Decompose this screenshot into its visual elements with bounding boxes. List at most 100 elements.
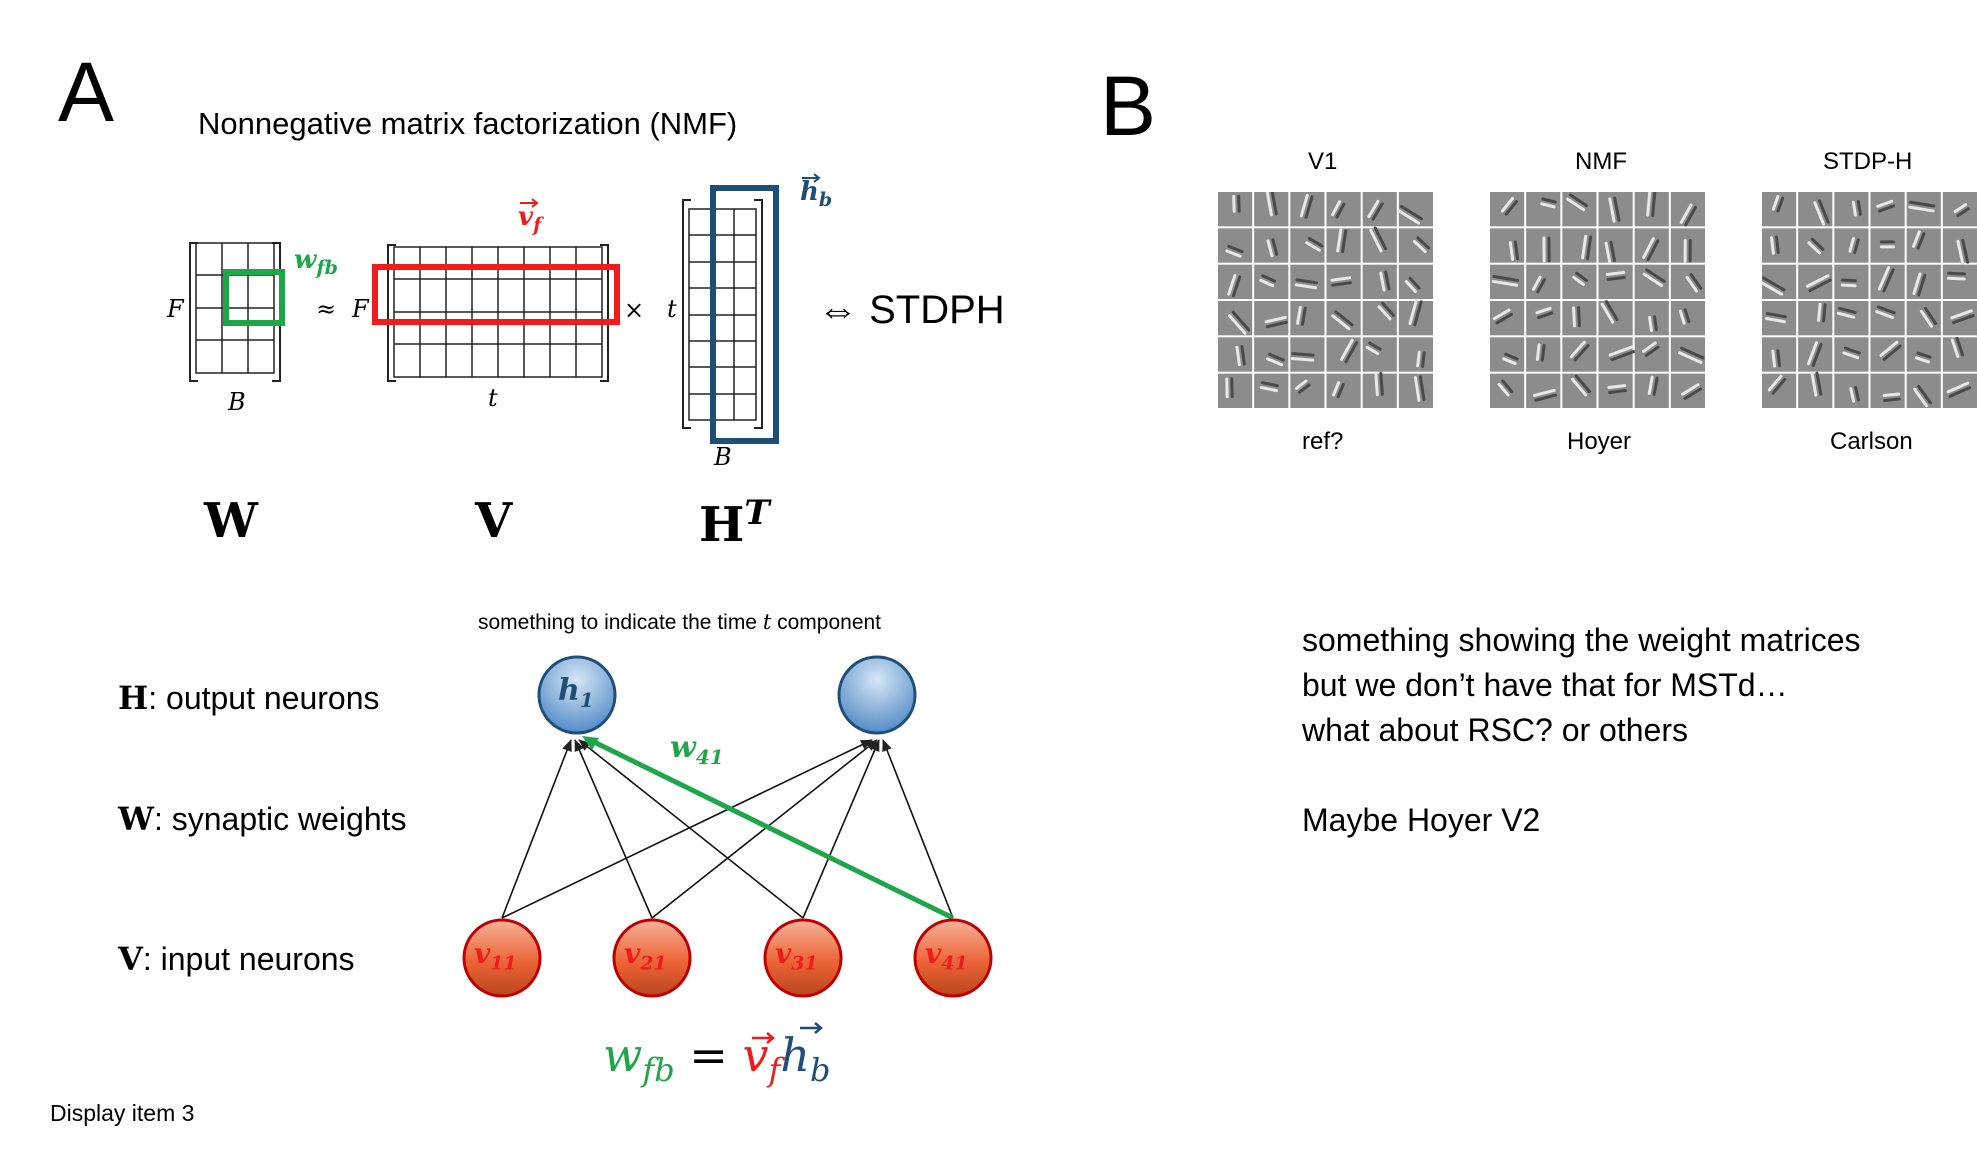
legend-synaptic-weights: W: synaptic weights [118, 800, 407, 838]
filter-patch [1798, 192, 1833, 227]
filter-patch [1218, 373, 1253, 408]
input-neuron-v41 [913, 918, 993, 998]
neuron-label-v31: v31 [775, 937, 818, 975]
output-neuron-2 [837, 655, 917, 735]
filter-patch [1254, 373, 1289, 408]
filter-patch [1634, 190, 1669, 227]
filter-patch [1398, 299, 1433, 336]
v-col-label: t [488, 384, 498, 412]
filter-patch [1598, 264, 1633, 299]
filter-patch [1634, 337, 1669, 372]
filter-patch [1218, 192, 1253, 227]
filter-patch [1562, 228, 1597, 263]
filter-patch [1254, 190, 1289, 227]
filter-patch [1762, 228, 1797, 263]
note-line-3: what about RSC? or others [1302, 712, 1688, 748]
filter-patch [1490, 228, 1525, 263]
filter-patches [1759, 192, 1977, 408]
filter-patch [1490, 337, 1525, 372]
output-neuron-h1 [537, 655, 617, 735]
filter-patch [1598, 373, 1633, 408]
filter-grid-v1 [1218, 190, 1433, 408]
filter-patch [1362, 192, 1397, 227]
filter-patch [1290, 337, 1325, 372]
filter-patch [1906, 264, 1941, 299]
matrix-w-brackets [189, 242, 281, 382]
vector-arrow-v [520, 198, 539, 208]
filter-patch [1326, 228, 1361, 263]
filter-patch [1598, 337, 1636, 372]
filter-patch [1634, 373, 1669, 408]
filter-patch [1526, 337, 1561, 372]
filter-patch [1490, 373, 1525, 408]
filter-patch [1290, 192, 1325, 227]
filter-patch [1562, 337, 1597, 372]
filter-patch [1798, 337, 1833, 372]
filter-patch [1562, 192, 1597, 227]
approx-symbol: ≈ [316, 295, 337, 323]
filter-patch [1562, 264, 1597, 299]
filter-patch [1906, 373, 1941, 408]
input-neuron-v31 [763, 918, 843, 998]
filter-patch [1870, 264, 1905, 299]
filter-patch [1218, 301, 1253, 336]
matrix-v-brackets [387, 244, 609, 382]
h-col-highlight [710, 185, 779, 444]
filter-patch [1834, 228, 1869, 263]
filter-patch [1834, 301, 1869, 336]
filter-patch [1362, 301, 1397, 336]
panel-b-notes: something showing the weight matrices bu… [1302, 618, 1861, 843]
filter-patch [1290, 373, 1325, 408]
input-neuron-v11 [462, 918, 542, 998]
filter-patch [1526, 373, 1561, 408]
neuron-label-v41: v41 [925, 937, 968, 975]
filter-patch [1634, 264, 1669, 299]
legend-output-neurons: H: output neurons [118, 679, 380, 717]
thumb-title-nmf: NMF [1575, 148, 1627, 175]
filter-patches [1218, 190, 1433, 408]
filter-patch [1362, 337, 1397, 372]
filter-patch [1670, 264, 1705, 299]
filter-patch [1398, 337, 1433, 372]
filter-patch [1834, 192, 1869, 227]
filter-patch [1598, 192, 1633, 227]
filter-patch [1906, 192, 1941, 227]
weight-equation: wfb = vfhb [603, 1028, 831, 1090]
filter-patch [1670, 337, 1705, 372]
filter-patch [1598, 300, 1633, 336]
filter-patch [1870, 337, 1905, 372]
filter-patch [1398, 228, 1433, 263]
filter-patch [1762, 301, 1797, 336]
filter-patch [1942, 301, 1977, 336]
v-row-highlight [372, 264, 620, 325]
filter-patch [1562, 373, 1597, 408]
matrix-h-name: HT [699, 493, 770, 553]
matrix-h-brackets [682, 199, 763, 429]
filter-patch [1906, 301, 1941, 336]
filter-patch [1942, 264, 1977, 299]
neuron-label-v11: v11 [474, 937, 517, 975]
w-col-label: B [228, 388, 246, 416]
v-row-vector-label: vf [518, 202, 542, 237]
filter-patch [1290, 228, 1325, 263]
filter-patch [1598, 228, 1633, 263]
w-element-label: wfb [294, 245, 338, 280]
filter-patch [1254, 337, 1289, 372]
filter-patch [1290, 264, 1325, 299]
filter-grid-stdph [1759, 192, 1977, 408]
filter-patch [1870, 192, 1905, 227]
w-row-label: F [167, 295, 184, 323]
filter-patch [1490, 264, 1525, 299]
time-component-note: something to indicate the time t compone… [478, 610, 882, 634]
filter-patch [1526, 301, 1561, 336]
panel-a-letter: A [58, 45, 115, 139]
filter-patch [1670, 373, 1705, 408]
filter-patch [1398, 373, 1433, 408]
matrix-w-grid [195, 242, 275, 374]
filter-patch [1490, 192, 1525, 227]
filter-patch [1906, 228, 1941, 263]
filter-patch [1870, 301, 1905, 336]
w-element-highlight [223, 269, 285, 326]
filter-patch [1634, 301, 1669, 336]
